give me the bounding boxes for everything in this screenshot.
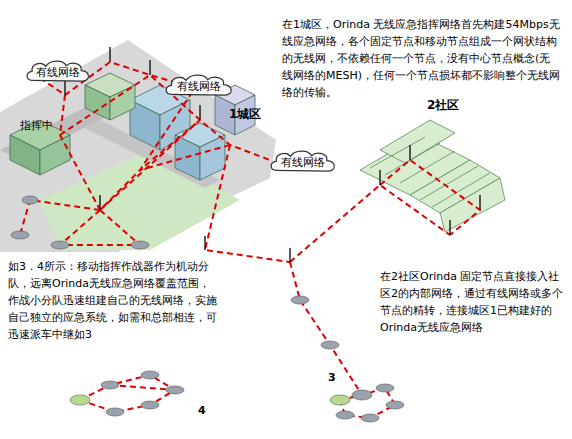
area-label: 3 [328,370,348,386]
note-text: 如3．4所示：移动指挥作战器作为机动分队，远离Orinda无线应急网络覆盖范围，… [8,258,220,343]
city-ground [0,40,276,252]
buildings [10,73,255,180]
area-label: 2社区 [427,97,477,113]
wireless-links [20,62,480,418]
cloud-label: 有线网络 [36,65,80,80]
area-label: 4 [198,403,218,419]
community-buildings [360,120,505,232]
wired-network-cloud: 有线网络 [24,58,92,86]
area-label: 指挥中 [20,118,70,134]
wired-network-cloud: 有线网络 [268,148,338,176]
cloud-label: 有线网络 [281,155,325,170]
note-text: 在1城区，Orinda 无线应急指挥网络首先构建54Mbps无线应急网络，各个固… [282,16,560,101]
note-text: 在2社区Orinda 固定节点直接接入社区2的内部网络，通过有线网络或多个节点的… [380,268,566,336]
area-label: 1城区 [229,106,279,122]
wired-network-cloud: 有线网络 [163,72,235,100]
cloud-label: 有线网络 [177,79,221,94]
vehicles [11,196,404,422]
